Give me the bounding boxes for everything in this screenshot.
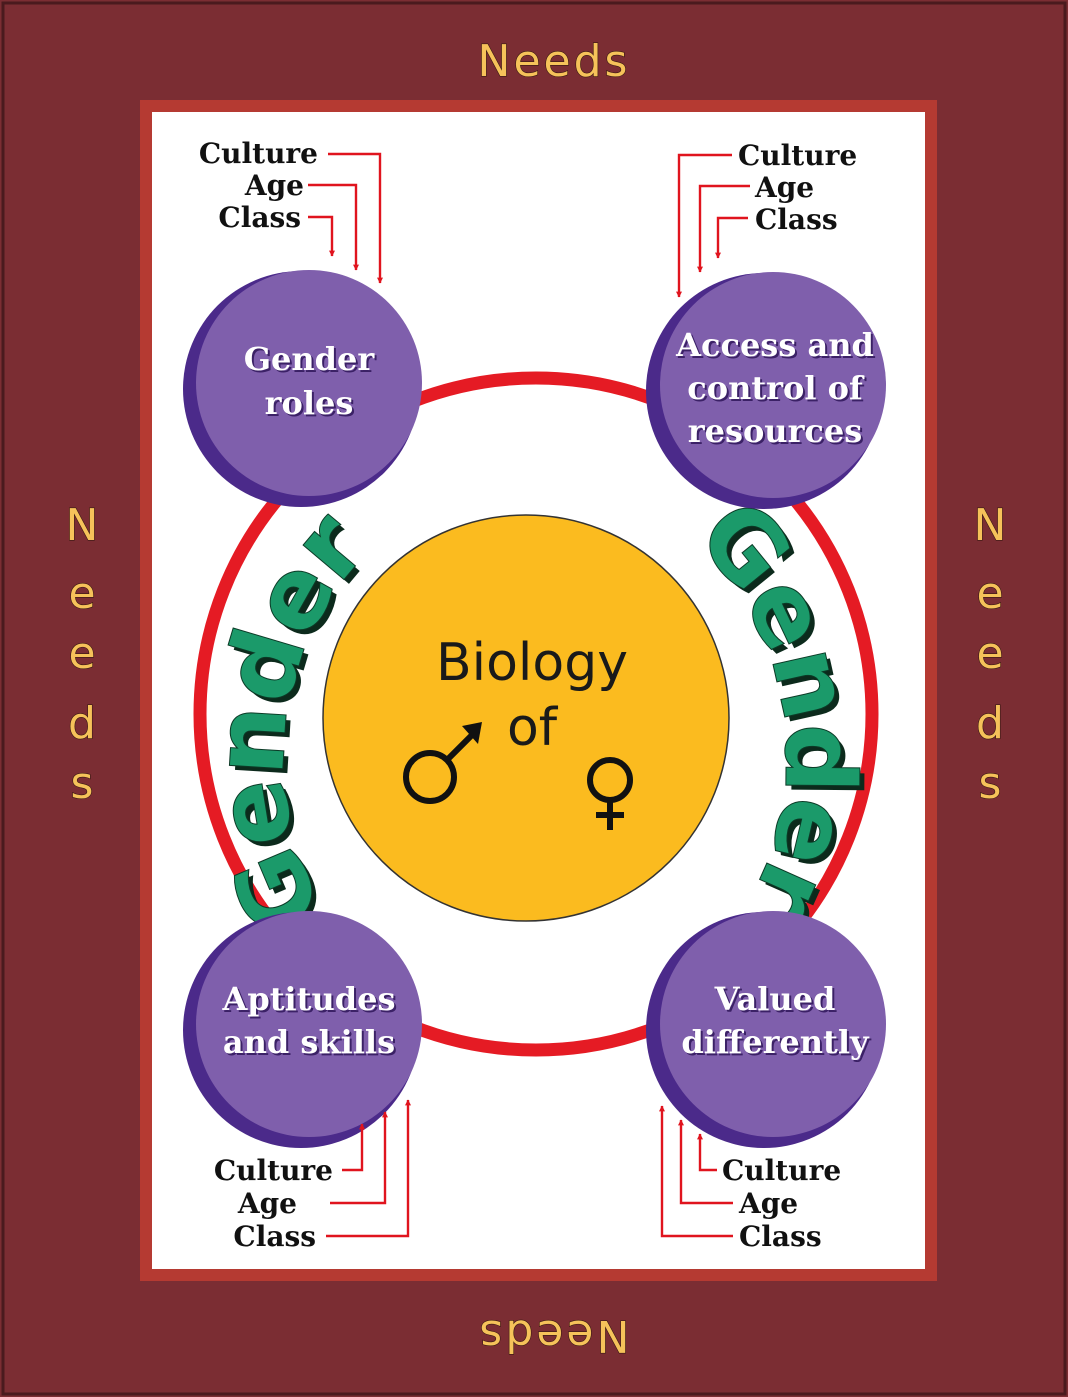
factor-age: Age	[237, 1187, 297, 1220]
factor-culture: Culture	[199, 137, 318, 170]
biology-circle	[322, 514, 730, 922]
factor-culture: Culture	[738, 139, 857, 172]
biology-of-label: of	[507, 698, 559, 758]
gender-roles-label-line2: roles	[265, 384, 354, 422]
arrow-class	[308, 215, 335, 257]
factor-culture: Culture	[722, 1154, 841, 1187]
biology-label: Biology	[436, 633, 628, 693]
circle-label-shadow: resources	[690, 414, 865, 452]
factors-top-left: Culture Age Class	[199, 137, 383, 284]
factors-bottom-right: Culture Age Class	[659, 1105, 841, 1253]
gender-roles-label-line1: Gender	[244, 340, 376, 378]
needs-left-letter: e	[68, 568, 95, 619]
arrow-age	[678, 1119, 733, 1205]
circle-label-shadow: Aptitudes	[224, 982, 398, 1020]
female-symbol-icon	[587, 757, 633, 830]
factor-class: Class	[233, 1220, 316, 1253]
needs-right-letter: s	[979, 758, 1002, 809]
needs-left-label: N e e d s	[65, 499, 99, 809]
needs-right-letter: e	[976, 628, 1003, 679]
access-label-line1: Access and	[675, 326, 874, 364]
needs-right-letter: e	[976, 568, 1003, 619]
factor-age: Age	[754, 171, 814, 204]
circle-label-shadow: Valued	[716, 982, 838, 1020]
factor-class: Class	[755, 203, 838, 236]
aptitudes-label-line1: Aptitudes	[222, 980, 396, 1018]
access-label-line2: control of	[687, 369, 865, 407]
arrow-class	[715, 216, 748, 259]
access-label-line3: resources	[688, 412, 863, 450]
needs-right-letter: d	[976, 698, 1004, 749]
factor-age: Age	[244, 169, 304, 202]
arrow-class	[326, 1099, 411, 1238]
needs-right-letter: N	[974, 500, 1007, 551]
needs-left-letter: s	[71, 758, 94, 809]
arrow-class	[659, 1105, 733, 1238]
arrow-age	[330, 1111, 388, 1205]
circle-label-shadow: control of	[689, 371, 867, 409]
needs-left-letter: N	[66, 500, 99, 551]
factors-bottom-left: Culture Age Class	[214, 1099, 411, 1253]
male-symbol-icon	[403, 722, 482, 804]
needs-bottom-label: Needs	[477, 1310, 630, 1361]
needs-top-label: Needs	[478, 36, 631, 87]
circle-label-shadow: Access and	[677, 328, 876, 366]
factor-age: Age	[738, 1187, 798, 1220]
factor-class: Class	[218, 201, 301, 234]
needs-left-letter: e	[68, 628, 95, 679]
valued-label-line1: Valued	[714, 980, 836, 1018]
needs-left-letter: d	[68, 698, 96, 749]
circle-label-shadow: roles	[267, 386, 356, 424]
valued-label-line2: differently	[681, 1023, 870, 1061]
access-control-resources-circle: Access and Access and control of control…	[646, 272, 886, 509]
valued-differently-circle: Valued Valued differently differently	[646, 911, 886, 1148]
arrow-culture	[697, 1133, 717, 1172]
aptitudes-skills-circle: Aptitudes Aptitudes and skills and skill…	[183, 911, 422, 1148]
arrow-age	[697, 184, 750, 273]
arrow-culture	[342, 1123, 365, 1172]
circle-label-shadow: differently	[683, 1025, 872, 1063]
gender-ring	[193, 371, 879, 1057]
needs-right-label: N e e d s	[973, 499, 1007, 809]
aptitudes-label-line2: and skills	[223, 1023, 395, 1061]
factors-top-right: Culture Age Class	[676, 139, 857, 298]
circle-label-shadow: and skills	[225, 1025, 397, 1063]
factor-culture: Culture	[214, 1154, 333, 1187]
arrow-culture	[676, 153, 732, 298]
arrow-culture	[328, 152, 383, 284]
factor-class: Class	[739, 1220, 822, 1253]
gender-roles-circle: Gender Gender roles roles	[183, 270, 422, 507]
arrow-age	[308, 183, 359, 271]
circle-label-shadow: Gender	[246, 342, 378, 380]
